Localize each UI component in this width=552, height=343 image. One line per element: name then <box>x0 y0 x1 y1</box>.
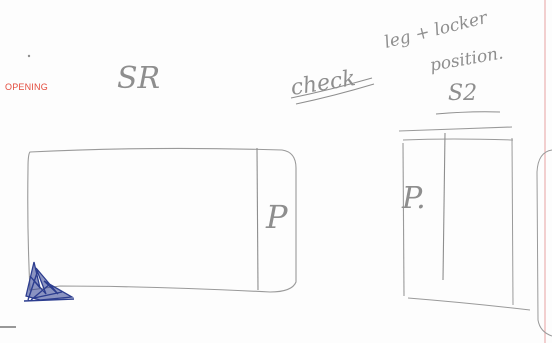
pencil-dot <box>27 54 31 58</box>
right-sketch-bottom <box>407 297 531 311</box>
right-sketch-right-edge <box>511 137 514 306</box>
right-sketch-left-edge <box>402 142 405 297</box>
partial-shape-right <box>536 149 552 337</box>
ink-scribble <box>23 261 75 302</box>
right-sketch-divider <box>442 132 446 281</box>
s2-annotation: S2 <box>448 81 477 106</box>
p-right-label: P. <box>401 181 426 216</box>
sr-annotation: SR <box>117 61 160 96</box>
right-sketch-inner-top <box>402 138 514 141</box>
check-underline-1 <box>290 77 373 99</box>
check-annotation: check <box>289 66 357 101</box>
note-line-2: position. <box>428 43 504 76</box>
s2-underline <box>435 111 501 115</box>
section-label: OPENING <box>5 82 48 92</box>
left-sketch-divider <box>256 147 259 291</box>
note-line-1: leg + locker <box>382 8 490 53</box>
p-left-label: P <box>265 198 288 236</box>
right-sketch-top <box>398 126 513 132</box>
check-underline-2 <box>295 83 375 105</box>
left-sketch-box <box>27 147 297 293</box>
